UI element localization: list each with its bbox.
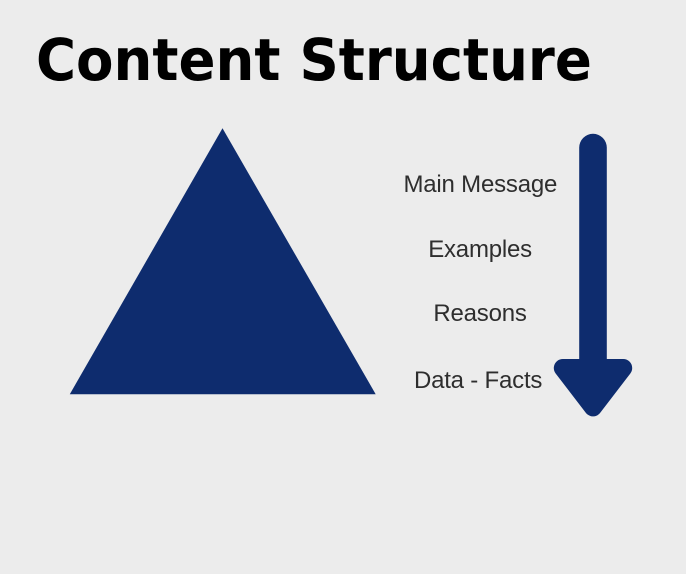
level-label-main-message: Main Message [403,171,558,199]
level-label-examples: Examples [428,235,532,263]
level-label-reasons: Reasons [433,300,527,328]
page-title: Content Structure [36,26,592,95]
level-label-data-facts: Data - Facts [413,367,543,394]
